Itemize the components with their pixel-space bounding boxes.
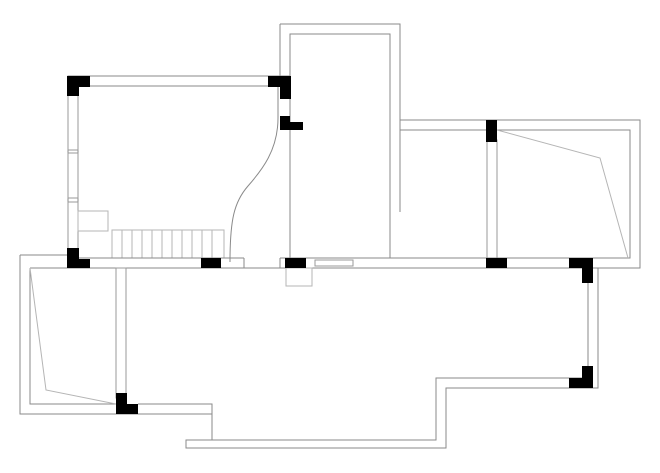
door-step [285, 267, 313, 287]
stair-landing [77, 210, 109, 232]
room-right-outer-wall [400, 119, 641, 269]
structural-columns [67, 76, 593, 414]
column-top-left [67, 76, 90, 96]
column-right-corner [569, 258, 593, 283]
column-mid-center [285, 258, 306, 268]
column-mid-center-left [201, 258, 221, 268]
room-right [399, 119, 641, 269]
room-right-inner-wall [400, 129, 631, 259]
stair-flight [111, 229, 225, 259]
room-bottom-main-inner-wall [212, 268, 589, 441]
room-right-partition [486, 139, 498, 259]
column-bottom-left [116, 393, 138, 414]
column-right-bottom [569, 366, 593, 388]
room-bottom-left-partition [115, 267, 127, 399]
room-bottom-left-inner-wall [29, 268, 120, 405]
central-walls [68, 257, 590, 287]
column-right-mid [486, 258, 507, 268]
room-top-left-inner-wall [78, 85, 279, 263]
room-top-center-inner-wall [289, 33, 391, 258]
column-top-right-lower [280, 116, 303, 130]
room-bottom-left-bay-window [29, 267, 117, 405]
room-top-center [279, 23, 401, 258]
window-left-1 [67, 94, 79, 151]
room-bottom-main-outer-wall [185, 268, 599, 449]
room-bottom-main [138, 268, 599, 449]
window-left-3 [67, 201, 79, 251]
room-right-bay-window [496, 129, 629, 259]
column-right-top [486, 120, 497, 142]
column-mid-left [67, 248, 90, 268]
room-top-left-outer-wall [67, 75, 291, 269]
staircase [77, 210, 225, 259]
column-top-right [268, 76, 291, 99]
window-center [314, 259, 354, 267]
room-top-left [67, 75, 291, 269]
room-top-center-outer-wall [280, 23, 401, 212]
window-left-2 [67, 152, 79, 199]
